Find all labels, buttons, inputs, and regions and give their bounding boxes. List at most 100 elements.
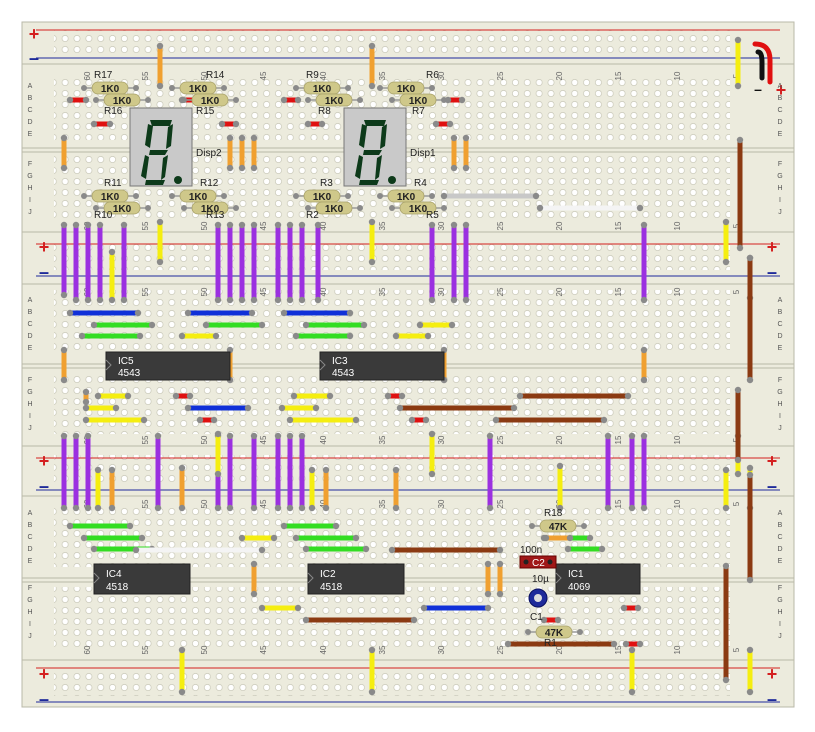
wire-end (78, 332, 86, 340)
column-number: 55 (141, 287, 150, 296)
wire-end (90, 321, 98, 329)
wire-end (112, 404, 120, 412)
wire-end (440, 192, 448, 200)
resistor-value-label: 1K0 (409, 204, 428, 215)
row-letter: F (778, 377, 782, 384)
wire-end (368, 688, 376, 696)
wire-end (734, 456, 742, 464)
wire-end (566, 534, 574, 542)
wire-end (448, 321, 456, 329)
wire-end (184, 309, 192, 317)
wire-end (258, 321, 266, 329)
wire-end (286, 432, 294, 440)
rail-minus-label: – (39, 262, 49, 282)
resistor-value-label: 1K0 (113, 96, 132, 107)
row-letter: F (778, 161, 782, 168)
wire-end (214, 221, 222, 229)
wire-end (82, 96, 90, 104)
wire-end (84, 221, 92, 229)
wire-end (286, 221, 294, 229)
row-letter: I (779, 621, 781, 628)
wire-end (298, 296, 306, 304)
row-letter: I (779, 197, 781, 204)
ic-ref-label: IC4 (106, 569, 122, 580)
wire-end (120, 221, 128, 229)
wire-end (298, 432, 306, 440)
wire-end (318, 120, 326, 128)
resistor-ref-label: R13 (206, 210, 225, 221)
wire-end (226, 164, 234, 172)
wire-end (640, 296, 648, 304)
wire-end (322, 504, 330, 512)
column-number: 25 (496, 221, 505, 230)
wire-end (60, 376, 68, 384)
wire-end (140, 416, 148, 424)
rail-plus-label: + (767, 664, 778, 684)
wire-end (96, 296, 104, 304)
row-letter: H (27, 401, 32, 408)
wire-end (600, 416, 608, 424)
wire-end (66, 522, 74, 530)
wire-end (178, 646, 186, 654)
column-number: 50 (200, 287, 209, 296)
wire-end (628, 646, 636, 654)
wire-end (486, 504, 494, 512)
wire-end (322, 466, 330, 474)
resistor-ref-label: R18 (544, 508, 563, 519)
ic-ic2: IC2 4518 (307, 563, 405, 595)
wire-end (258, 546, 266, 554)
wire-end (628, 504, 636, 512)
resistor-ref-label: R1 (544, 638, 557, 649)
column-number: 55 (141, 435, 150, 444)
wire-end (60, 346, 68, 354)
resistor-value-label: 1K0 (409, 96, 428, 107)
wire-end (428, 470, 436, 478)
column-number: 30 (437, 499, 446, 508)
wire-end (346, 309, 354, 317)
resistor-ref-label: R11 (104, 178, 122, 189)
wire-end (292, 534, 300, 542)
wire-end (72, 221, 80, 229)
wire-end (462, 221, 470, 229)
resistor-value-label: 47K (545, 628, 564, 639)
wire-end (368, 218, 376, 226)
row-letter: J (778, 425, 782, 432)
column-number: 15 (614, 499, 623, 508)
wire-end (280, 309, 288, 317)
wire-end (302, 321, 310, 329)
row-letter: A (778, 297, 783, 304)
ic-ref-label: IC2 (320, 569, 336, 580)
column-number: 45 (259, 71, 268, 80)
column-number: 15 (614, 645, 623, 654)
column-number: 35 (378, 499, 387, 508)
wire-end (398, 392, 406, 400)
wire-end (624, 392, 632, 400)
column-number: 50 (200, 435, 209, 444)
wire-end (250, 590, 258, 598)
wire-end (274, 504, 282, 512)
row-letter: C (27, 321, 32, 328)
jumper-wires (60, 36, 754, 696)
wire-end (232, 120, 240, 128)
ic-ic3: IC3 4543 (319, 351, 445, 381)
wire-end (238, 534, 246, 542)
wire-end (94, 504, 102, 512)
wire-end (298, 504, 306, 512)
column-number: 5 (732, 223, 741, 228)
wire-end (60, 164, 68, 172)
row-letter: F (28, 585, 32, 592)
wire-end (746, 376, 754, 384)
row-letter: B (778, 522, 783, 529)
wire-end (736, 244, 744, 252)
wire-end (510, 404, 518, 412)
wire-end (108, 466, 116, 474)
wire-end (640, 346, 648, 354)
resistor-value-label: 1K0 (189, 84, 208, 95)
display-digit-8-icon (355, 120, 387, 185)
wire-end (734, 386, 742, 394)
row-letter: C (27, 107, 32, 114)
resistor-ref-label: R4 (414, 178, 427, 189)
